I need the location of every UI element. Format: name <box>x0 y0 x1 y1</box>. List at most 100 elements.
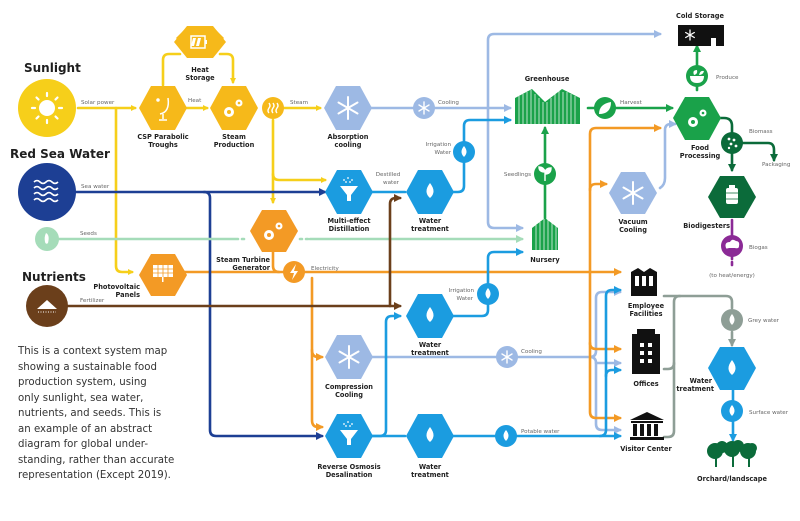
label-wt3-1: Water <box>419 463 442 471</box>
line-facilities-grey <box>662 294 734 310</box>
red-sea-water-source <box>18 163 76 221</box>
description-line: an example of an abstract <box>18 423 153 435</box>
source-label-sunlight: Sunlight <box>24 61 81 75</box>
label-compression-1: Compression <box>325 383 373 391</box>
line-grid-to-vacuum <box>588 180 608 192</box>
node-water-treatment-2 <box>406 294 454 338</box>
node-csp-parabolic-troughs <box>139 86 187 130</box>
label-wt3-2: treatment <box>411 471 449 479</box>
label-wt2-1: Water <box>419 341 442 349</box>
label-steam-turbine-2: Generator <box>232 264 270 272</box>
flow-label-solar-power: Solar power <box>81 100 115 106</box>
snowflake-icon <box>622 181 644 205</box>
snowflake-icon <box>685 29 695 41</box>
line-turbine-to-electricity <box>271 250 281 274</box>
electricity-junction <box>283 261 305 283</box>
label-multi-effect-2: Distillation <box>329 225 370 233</box>
flow-label-heat: Heat <box>188 98 202 104</box>
seedlings-junction <box>534 163 556 185</box>
sunlight-flows <box>76 52 327 275</box>
soil-icon <box>37 300 57 309</box>
label-cold-storage: Cold Storage <box>676 12 724 20</box>
flow-label-fertilizer: Fertilizer <box>80 298 105 304</box>
label-heat-storage-2: Storage <box>185 74 215 82</box>
flow-label-cooling-2: Cooling <box>521 349 542 355</box>
water-drop-icon <box>426 307 434 322</box>
bowl-icon <box>690 70 704 83</box>
seeds-source <box>35 227 59 251</box>
node-greenhouse <box>515 89 580 124</box>
tank-icon <box>726 185 738 204</box>
biogas-junction <box>721 235 743 257</box>
flow-label-potable-water: Potable water <box>521 429 560 435</box>
flow-label-to-heat-energy: (to heat/energy) <box>709 273 755 279</box>
snowflake-icon <box>501 350 513 364</box>
label-multi-effect-1: Multi-effect <box>327 217 370 225</box>
water-drop-icon <box>729 314 735 325</box>
label-wt1-1: Water <box>419 217 442 225</box>
label-greenhouse: Greenhouse <box>525 75 570 83</box>
node-orchard <box>707 440 757 467</box>
node-absorption-cooling <box>324 86 372 130</box>
snowflake-icon <box>337 96 359 120</box>
node-visitor-center <box>630 412 664 440</box>
line-visitor-grey <box>662 361 676 439</box>
description-line: diagram for global under- <box>18 439 149 450</box>
node-cold-storage <box>678 25 724 46</box>
label-ro-2: Desalination <box>326 471 373 479</box>
line-packaging <box>738 141 778 162</box>
label-biodigesters: Biodigesters <box>683 222 730 230</box>
label-heat-storage-1: Heat <box>191 66 209 74</box>
gears-icon <box>224 99 243 117</box>
flow-label-irrigation-1a: Irrigation <box>426 142 452 148</box>
label-steam-production-1: Steam <box>222 133 246 141</box>
description-line: This is a context system map <box>18 346 168 357</box>
node-nursery <box>532 218 558 250</box>
node-photovoltaic-panels <box>139 254 187 296</box>
description-text: This is a context system map showing a s… <box>18 344 198 484</box>
node-reverse-osmosis <box>325 414 373 458</box>
electricity-flows <box>180 124 662 431</box>
label-photovoltaic-2: Panels <box>116 291 141 299</box>
node-water-treatment-1 <box>406 170 454 214</box>
label-compression-2: Cooling <box>335 391 363 399</box>
node-vacuum-cooling <box>609 172 657 214</box>
label-csp-2: Troughs <box>148 141 178 149</box>
source-label-nutrients: Nutrients <box>22 270 86 284</box>
flow-label-cooling-1: Cooling <box>438 100 459 106</box>
potable-junction <box>495 425 517 447</box>
water-drop-icon <box>503 430 509 441</box>
label-csp-1: CSP Parabolic <box>137 133 188 141</box>
node-steam-production <box>210 86 258 130</box>
flow-label-surface-water: Surface water <box>749 410 789 416</box>
water-drop-icon <box>728 360 736 375</box>
grey-water-junction <box>721 309 743 331</box>
particles-icon <box>727 137 738 150</box>
flow-label-produce: Produce <box>716 75 739 81</box>
line-cooling-to-cold-storage <box>486 30 662 110</box>
flow-label-biomass: Biomass <box>749 129 773 135</box>
label-orchard: Orchard/landscape <box>697 475 767 483</box>
line-electricity-to-ro <box>310 348 324 431</box>
snowflake-icon <box>338 345 360 369</box>
flow-label-grey-water: Grey water <box>748 318 780 324</box>
line-grid-up-to-food <box>588 124 662 274</box>
flow-label-seeds: Seeds <box>80 231 97 237</box>
gears-icon <box>264 222 283 240</box>
line-solar-to-pv <box>114 106 134 275</box>
flow-label-steam: Steam <box>290 100 308 106</box>
line-cooling-visitor <box>594 361 622 434</box>
snowflake-icon <box>418 101 430 115</box>
label-absorption-2: cooling <box>335 141 362 149</box>
node-multi-effect-distillation <box>325 170 373 214</box>
label-employee-1: Employee <box>628 302 665 310</box>
line-offices-grey <box>662 294 682 371</box>
parabolic-dish-icon <box>156 97 170 121</box>
flow-label-packaging: Packaging <box>762 162 791 168</box>
node-food-processing <box>673 97 721 140</box>
line-food-to-biomass <box>712 116 736 172</box>
description-line: production system, using <box>18 377 147 388</box>
flow-label-electricity: Electricity <box>311 266 339 272</box>
node-steam-turbine-generator <box>250 210 298 252</box>
flow-label-sea-water: Sea water <box>81 184 110 190</box>
